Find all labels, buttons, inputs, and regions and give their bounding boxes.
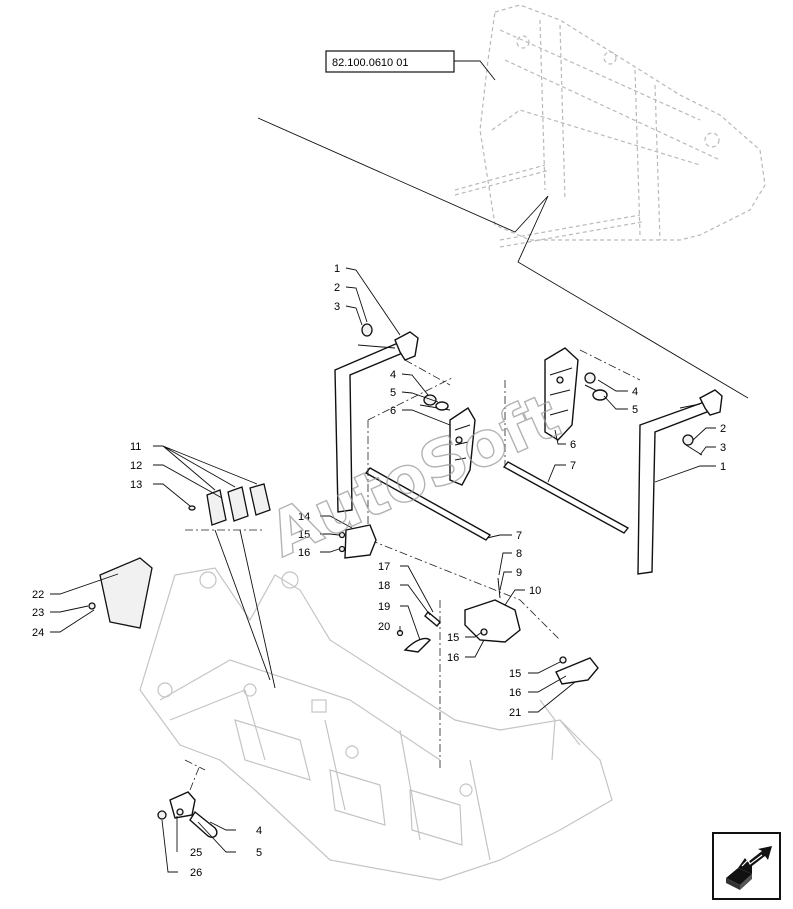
bracket-10	[464, 577, 521, 643]
callout-21: 21	[509, 707, 521, 719]
callout-16-low: 16	[509, 687, 521, 699]
callout-labels: 1 2 3 4 5 6 4 5 6 7 2 3 1 11 12 13 14 15…	[32, 263, 726, 879]
callout-1-top: 1	[334, 263, 340, 275]
callout-5-right: 5	[632, 404, 638, 416]
callout-8: 8	[516, 548, 522, 560]
pin-18	[424, 610, 441, 628]
callout-14: 14	[298, 511, 310, 523]
callout-22: 22	[32, 589, 44, 601]
section-break-line	[257, 117, 749, 399]
right-fork-arm	[637, 389, 723, 575]
callout-5-mid: 5	[390, 387, 396, 399]
callout-18: 18	[378, 580, 390, 592]
fork-bracket-right	[544, 347, 579, 441]
callout-11: 11	[130, 441, 141, 453]
callout-5-bottom: 5	[256, 847, 262, 859]
callout-6-mid: 6	[390, 405, 396, 417]
callout-15-left: 15	[298, 529, 310, 541]
curved-plate-19	[403, 637, 432, 653]
callout-4-mid: 4	[390, 369, 396, 381]
callout-26: 26	[190, 867, 202, 879]
guard-block-22	[88, 557, 153, 629]
callout-4-bottom: 4	[256, 825, 262, 837]
connecting-rod-right	[502, 461, 630, 534]
pin-assembly-mid	[419, 394, 451, 411]
callout-2-top: 2	[334, 282, 340, 294]
callout-16-left: 16	[298, 547, 310, 559]
reference-code-box[interactable]: 82.100.0610 01	[325, 50, 455, 73]
next-page-arrow-icon	[726, 846, 772, 890]
bottom-pin-assembly	[157, 791, 218, 838]
callout-leaders	[50, 267, 716, 873]
left-fork-arm	[334, 323, 419, 513]
reference-leader	[454, 60, 496, 81]
callout-10: 10	[529, 585, 541, 597]
callout-1-right: 1	[720, 461, 726, 473]
bolt-13	[188, 505, 196, 511]
next-page-button[interactable]	[712, 832, 781, 900]
callout-16-mid: 16	[447, 652, 459, 664]
callout-19: 19	[378, 601, 390, 613]
callout-15-mid: 15	[447, 632, 459, 644]
alignment-centerline	[185, 349, 641, 770]
callout-23: 23	[32, 607, 44, 619]
callout-12: 12	[130, 460, 142, 472]
callout-6-right: 6	[570, 439, 576, 451]
callout-20: 20	[378, 621, 390, 633]
callout-15-low: 15	[509, 668, 521, 680]
callout-7-low: 7	[516, 530, 522, 542]
callout-2-right: 2	[720, 423, 726, 435]
callout-4-right: 4	[632, 386, 638, 398]
reference-bucket-forks-ghost	[454, 4, 766, 248]
callout-24: 24	[32, 627, 44, 639]
clamp-bracket-14	[338, 524, 377, 559]
callout-17: 17	[378, 561, 390, 573]
callout-3-top: 3	[334, 301, 340, 313]
callout-3-right: 3	[720, 442, 726, 454]
wear-pads	[206, 483, 271, 526]
reference-code-text: 82.100.0610 01	[332, 57, 408, 69]
callout-9: 9	[516, 567, 522, 579]
callout-13: 13	[130, 479, 142, 491]
callout-7-right: 7	[570, 460, 576, 472]
bracket-21	[555, 656, 599, 685]
alignment-centerline-2	[184, 759, 206, 791]
callout-25: 25	[190, 847, 202, 859]
lower-bucket-ghost	[139, 567, 613, 881]
fork-bracket-mid	[449, 407, 476, 486]
pin-assembly-right	[584, 372, 608, 401]
connecting-rod-left	[364, 467, 492, 541]
